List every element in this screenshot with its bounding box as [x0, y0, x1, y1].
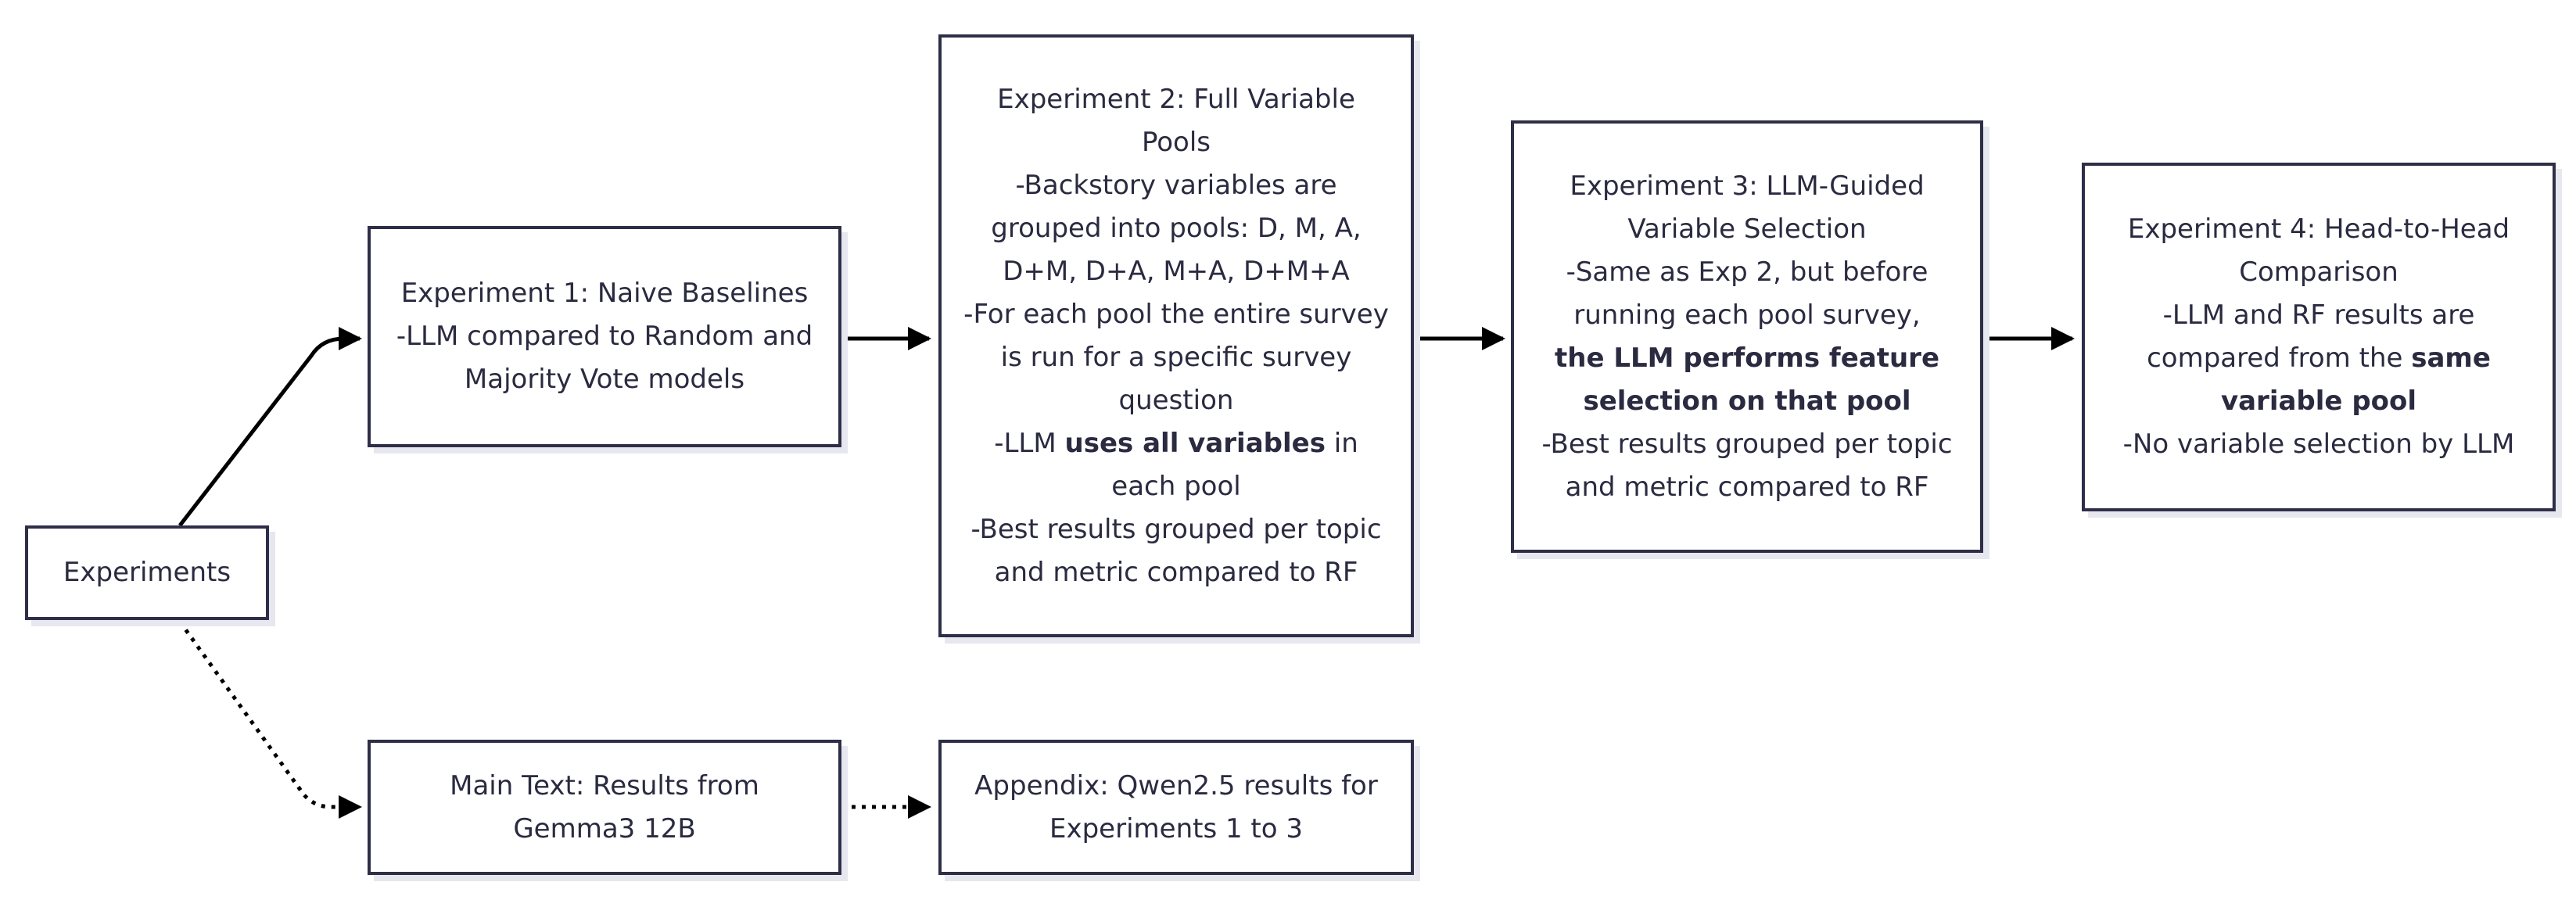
exp2-line-3-pre: -LLM: [994, 427, 1065, 459]
main-text-label: Main Text: Results from Gemma3 12B: [450, 769, 759, 844]
exp4-line-1: -LLM and RF results are compared from th…: [2104, 294, 2534, 423]
exp2-line-3-bold: uses all variables: [1064, 427, 1326, 459]
node-experiment-3: Experiment 3: LLM-Guided Variable Select…: [1511, 120, 1983, 553]
edge-root-main: [178, 620, 362, 819]
exp4-line-1-bold: same variable pool: [2220, 342, 2491, 417]
exp4-title: Experiment 4: Head-to-Head Comparison: [2127, 213, 2510, 288]
edge-root-exp1: [178, 327, 362, 527]
exp3-line-2: the LLM performs feature selection on th…: [1533, 337, 1961, 423]
appendix-label: Appendix: Qwen2.5 results for Experiment…: [974, 769, 1378, 844]
node-experiments: Experiments: [25, 525, 269, 620]
node-main-text: Main Text: Results from Gemma3 12B: [368, 740, 841, 875]
exp3-line-3: -Best results grouped per topic and metr…: [1541, 428, 1953, 503]
exp4-line-2: -No variable selection by LLM: [2122, 428, 2515, 460]
exp2-line-1: -Backstory variables are grouped into po…: [991, 169, 1362, 287]
exp3-line-2-bold: the LLM performs feature selection on th…: [1554, 342, 1940, 417]
exp3-line-1: -Same as Exp 2, but before running each …: [1566, 256, 1928, 331]
exp2-title: Experiment 2: Full Variable Pools: [997, 83, 1355, 158]
exp2-line-3: -LLM uses all variables in each pool: [960, 422, 1392, 508]
node-experiment-2: Experiment 2: Full Variable Pools -Backs…: [938, 34, 1414, 637]
node-appendix: Appendix: Qwen2.5 results for Experiment…: [938, 740, 1414, 875]
exp3-title: Experiment 3: LLM-Guided Variable Select…: [1570, 170, 1925, 245]
node-experiment-1: Experiment 1: Naive Baselines -LLM compa…: [368, 226, 841, 447]
exp2-line-3-post: in each pool: [1111, 427, 1358, 502]
exp1-line-1: -LLM compared to Random and Majority Vot…: [396, 321, 813, 395]
exp4-line-1-pre: -LLM and RF results are compared from th…: [2147, 299, 2475, 374]
exp1-title: Experiment 1: Naive Baselines: [400, 278, 809, 309]
node-experiment-4: Experiment 4: Head-to-Head Comparison -L…: [2082, 163, 2556, 511]
exp2-line-4: -Best results grouped per topic and metr…: [970, 513, 1382, 588]
exp2-line-2: -For each pool the entire survey is run …: [963, 298, 1389, 416]
node-experiments-label: Experiments: [63, 557, 231, 588]
